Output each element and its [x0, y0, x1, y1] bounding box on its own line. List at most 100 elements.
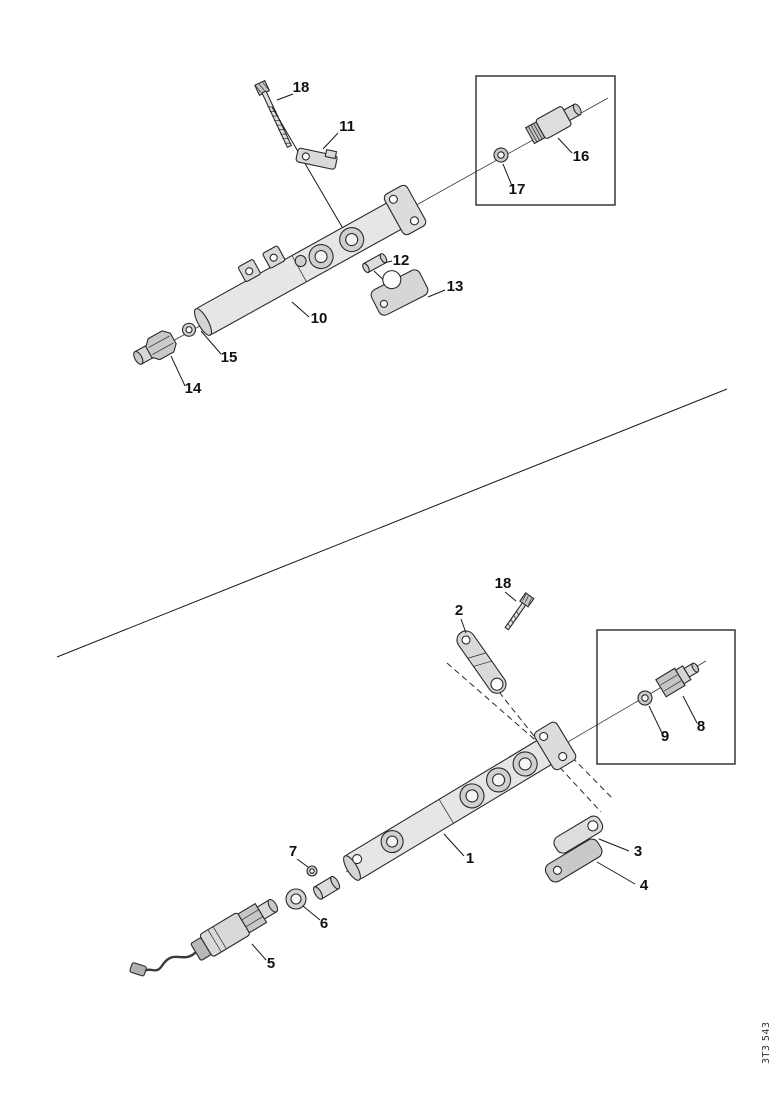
rail-end-cap — [193, 308, 213, 336]
fuel-rail-bottom — [343, 721, 577, 881]
figure-code: 3T3 543 — [761, 1021, 772, 1064]
ring-6-bore — [290, 893, 302, 905]
callout-5: 5 — [267, 955, 275, 972]
flange-hole — [558, 752, 568, 762]
fitting-14-hex — [145, 330, 177, 361]
leader-13 — [427, 289, 446, 298]
valve-tip-cap — [572, 103, 582, 116]
rail-boss — [294, 254, 307, 268]
leader-2 — [460, 618, 467, 634]
washer-15-bore — [185, 326, 193, 334]
fuel-rail-top — [193, 184, 427, 336]
leader-7 — [296, 858, 309, 868]
sensor-5 — [190, 899, 279, 961]
leader-4 — [596, 861, 636, 885]
sensor-cable — [140, 951, 197, 974]
bracket-13-hole — [379, 299, 388, 308]
mount-axis-line — [271, 106, 353, 245]
callout-4: 4 — [640, 877, 649, 894]
injector-port-bore — [386, 835, 399, 848]
callout-2: 2 — [455, 602, 463, 619]
bracket-3-hole — [587, 820, 599, 832]
link-ridges — [467, 652, 492, 667]
bracket-13 — [370, 269, 429, 316]
rail-step — [291, 255, 307, 282]
spacer-sleeve — [313, 875, 341, 900]
callout-1: 1 — [466, 850, 474, 867]
callout-18-top: 18 — [293, 79, 310, 96]
washer-9-bore — [641, 694, 649, 702]
union-8 — [655, 662, 700, 698]
sleeve-cap — [330, 875, 341, 890]
leader-12 — [383, 260, 393, 264]
sensor-hex-lines — [241, 909, 264, 928]
injector-port-bore — [518, 757, 532, 771]
washer-7-bore — [309, 868, 315, 874]
leader-3 — [598, 838, 630, 852]
stud-cap — [362, 262, 370, 274]
callout-13: 13 — [447, 278, 464, 295]
leader-15 — [200, 330, 222, 355]
callout-6: 6 — [320, 915, 328, 932]
leader-9 — [648, 705, 663, 734]
clamp-hole-b — [269, 253, 278, 262]
sleeve-cap — [313, 886, 323, 900]
leader-5 — [251, 943, 267, 961]
cable-connector-body — [129, 962, 147, 977]
callout-3: 3 — [634, 843, 642, 860]
rail-tube — [345, 731, 567, 880]
leader-18-top — [276, 93, 294, 101]
leader-8 — [682, 695, 698, 724]
flange-hole — [539, 731, 549, 742]
link-hole-large — [490, 677, 504, 691]
injector-port-bore — [465, 789, 479, 803]
sensor-tip-cap — [267, 899, 279, 913]
bracket-4 — [544, 838, 603, 883]
leader-14 — [170, 355, 186, 387]
injector-port-bore — [345, 233, 359, 247]
callout-15: 15 — [221, 349, 238, 366]
callout-9: 9 — [661, 728, 669, 745]
bolt-threads — [267, 106, 292, 144]
link-hole-small — [461, 635, 471, 645]
divider-line — [56, 388, 728, 658]
link-body — [456, 630, 507, 694]
assembly-dash-line — [446, 662, 542, 746]
callout-10: 10 — [311, 310, 328, 327]
callout-17: 17 — [509, 181, 526, 198]
leader-1 — [443, 833, 465, 857]
rail-flange-hole — [352, 854, 363, 865]
callout-11: 11 — [339, 118, 355, 135]
callout-18-bottom: 18 — [495, 575, 512, 592]
washer-17-bore — [497, 151, 505, 159]
union-hex-lines — [660, 674, 682, 692]
flange-hole — [409, 216, 419, 226]
bolt-head-hatch — [522, 594, 532, 605]
valve-16 — [524, 103, 582, 145]
washer-17 — [493, 147, 509, 163]
leader-16 — [557, 137, 573, 154]
leader-6 — [302, 905, 321, 921]
union-tip-cap — [691, 662, 700, 673]
callout-8: 8 — [697, 718, 705, 735]
washer-9 — [637, 690, 653, 706]
injector-port-bore — [492, 773, 506, 787]
bracket-tab — [324, 148, 338, 160]
leader-10 — [291, 301, 310, 318]
bolt-head-hatch — [255, 82, 269, 93]
bolt-18-bottom — [504, 592, 535, 631]
bracket-3 — [553, 815, 604, 854]
bracket-11 — [295, 147, 338, 170]
sensor-bands — [207, 926, 227, 953]
rail-step — [438, 799, 454, 824]
bolt-threads — [507, 610, 520, 628]
flange-hole — [388, 194, 398, 204]
callout-7: 7 — [289, 843, 297, 860]
rail-end-parts — [133, 322, 197, 365]
callout-14: 14 — [185, 380, 202, 397]
valve-knurl-lines — [527, 123, 543, 143]
fitting-14-tip-cap — [133, 350, 144, 365]
bottom-detail-box — [596, 629, 736, 765]
leader-17 — [502, 163, 513, 187]
